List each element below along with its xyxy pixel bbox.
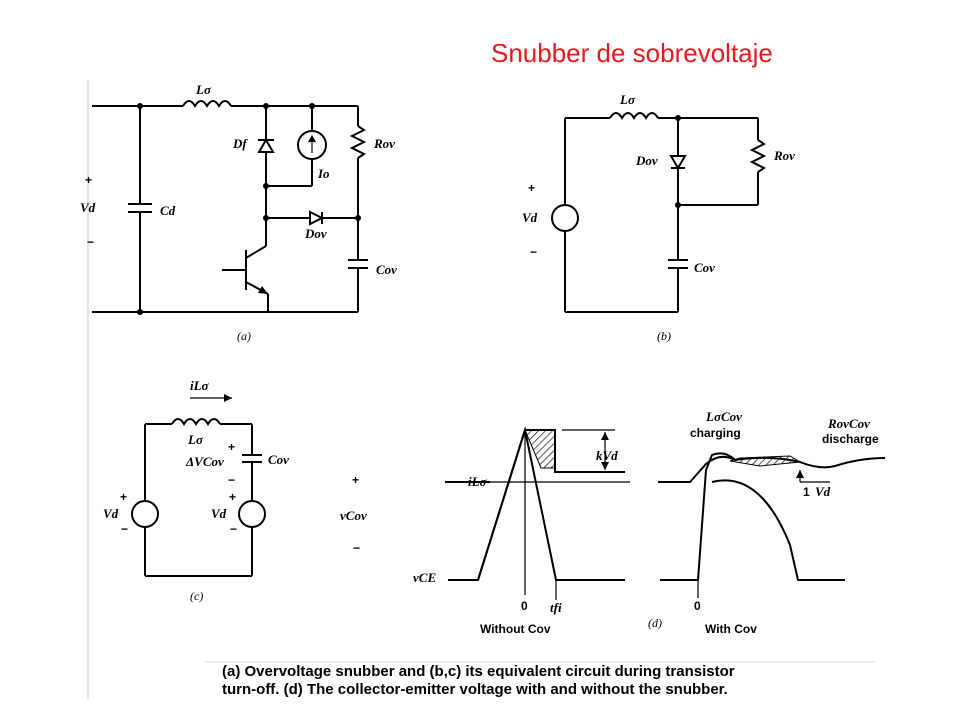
label-d-vCE: vCE (413, 570, 436, 585)
label-a-Cov: Cov (376, 262, 397, 277)
label-c-plus-vcov: + (352, 473, 359, 487)
label-c-Ls: Lσ (187, 432, 204, 447)
label-c-Vd1: Vd (103, 506, 119, 521)
label-a-tag: (a) (237, 329, 251, 343)
label-b-tag: (b) (657, 329, 671, 343)
label-c-tag: (c) (190, 589, 203, 603)
label-b-Cov: Cov (694, 260, 715, 275)
label-a-Df: Df (232, 136, 248, 151)
label-a-Ls: Lσ (195, 82, 212, 97)
label-d-discharge: discharge (822, 432, 879, 446)
label-d-zero1: 0 (521, 599, 528, 613)
label-b-plus: + (528, 181, 535, 195)
label-c-Vd2: Vd (211, 506, 227, 521)
label-c-minus-src1: − (121, 522, 128, 536)
label-c-vCov: vCov (340, 508, 367, 523)
caption-line-1: (a) Overvoltage snubber and (b,c) its eq… (222, 663, 735, 680)
label-d-one: 1 (803, 485, 810, 499)
label-a-Dov: Dov (304, 226, 327, 241)
label-d-kVd: kVd (596, 448, 618, 463)
label-c-plus-src1: + (120, 490, 127, 504)
label-d-zero2: 0 (694, 599, 701, 613)
label-d-without: Without Cov (480, 622, 551, 636)
slide-title: Snubber de sobrevoltaje (491, 38, 773, 68)
label-a-Vd: Vd (80, 200, 96, 215)
circuit-c (131, 394, 266, 577)
label-a-minus: − (87, 235, 94, 249)
label-a-Rov: Rov (373, 136, 395, 151)
label-c-plus-cap: + (228, 440, 235, 454)
label-b-Rov: Rov (773, 148, 795, 163)
label-b-Vd: Vd (522, 210, 538, 225)
label-a-plus: + (85, 173, 92, 187)
label-d-iLs: iLσ (468, 474, 488, 489)
label-d-Vd: Vd (815, 484, 831, 499)
label-d-RovCov: RovCov (827, 416, 870, 431)
label-c-plus-src2: + (229, 490, 236, 504)
circuit-a (92, 100, 368, 315)
label-a-Cd: Cd (160, 203, 176, 218)
label-d-LsCov: LσCov (705, 409, 742, 424)
waveform-d (445, 426, 886, 600)
label-d-charging: charging (690, 426, 741, 440)
label-c-Cov: Cov (268, 452, 289, 467)
label-d-with: With Cov (705, 622, 757, 636)
label-d-tfi: tfi (550, 600, 562, 615)
label-b-minus: − (530, 245, 537, 259)
label-c-minus-vcov: − (353, 541, 360, 555)
label-b-Ls: Lσ (619, 92, 636, 107)
label-c-minus-cap: − (228, 473, 235, 487)
label-a-Io: Io (317, 166, 330, 181)
label-c-iLs: iLσ (190, 378, 210, 393)
label-c-minus-src2: − (230, 522, 237, 536)
label-c-dVcov: ΔVCov (185, 454, 224, 469)
circuit-b (551, 112, 767, 313)
label-b-Dov: Dov (635, 153, 658, 168)
label-d-tag: (d) (648, 616, 662, 630)
caption-line-2: turn-off. (d) The collector-emitter volt… (222, 681, 728, 698)
